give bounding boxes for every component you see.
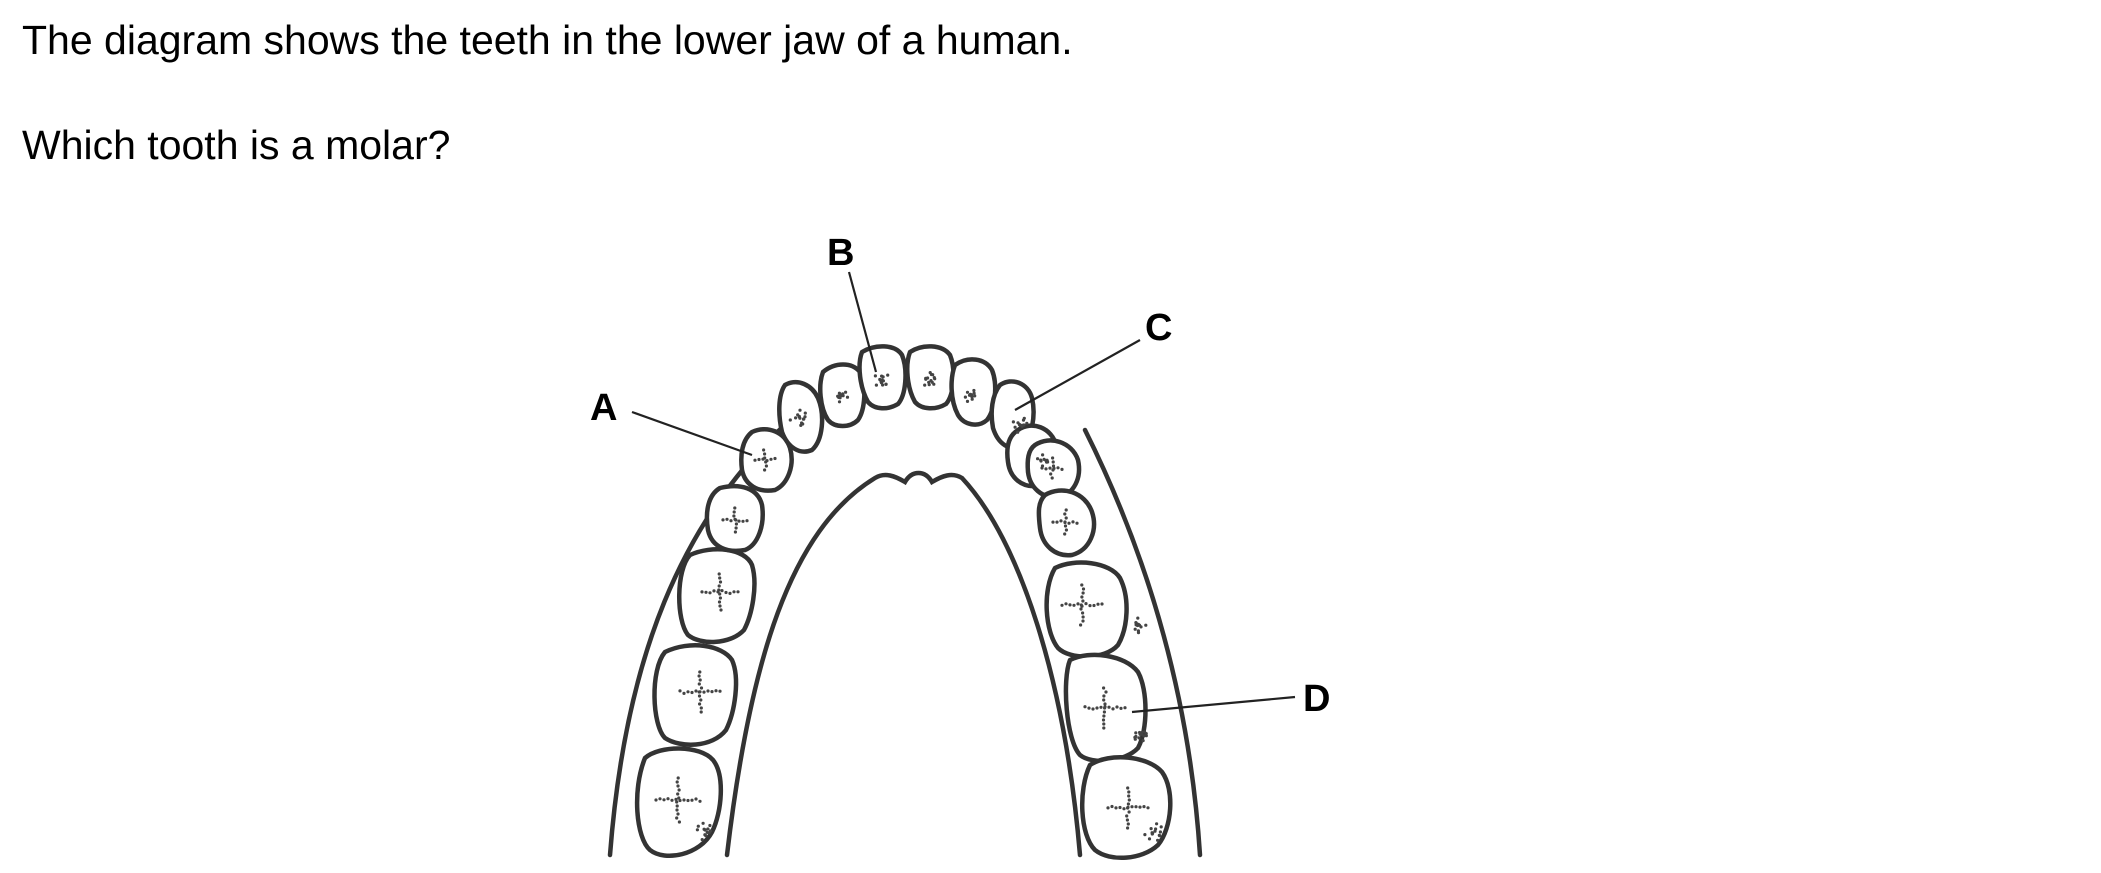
incisor-right-1 xyxy=(905,344,956,411)
molar-left-3 xyxy=(634,746,724,859)
leader-line-d xyxy=(1131,695,1296,714)
teeth-left xyxy=(634,344,908,859)
teeth-right xyxy=(905,344,1173,861)
leader-line-c xyxy=(1014,339,1141,411)
leader-line-b xyxy=(847,271,878,373)
question-text: The diagram shows the teeth in the lower… xyxy=(22,17,1073,63)
tooth-stippling xyxy=(654,371,1163,842)
label-c: C xyxy=(1145,307,1172,349)
jaw-outer-outline xyxy=(1082,427,1203,858)
leader-line-a xyxy=(631,410,753,457)
label-d: D xyxy=(1303,678,1330,720)
question-prompt: Which tooth is a molar? xyxy=(22,122,451,168)
molar-left-1 xyxy=(677,547,757,645)
label-a: A xyxy=(590,387,617,429)
molar-left-2 xyxy=(652,643,739,747)
palate-inner-outline xyxy=(724,470,1083,858)
molar-right-1 xyxy=(1044,560,1129,659)
label-b: B xyxy=(827,232,854,274)
